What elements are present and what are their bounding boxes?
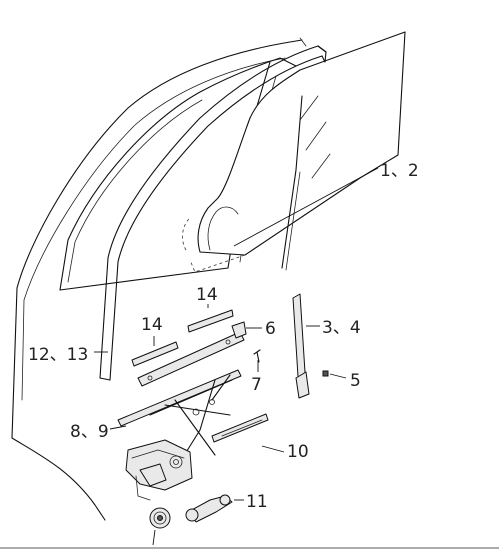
callout-10: 10 <box>287 442 309 462</box>
callout-12-13: 12、13 <box>28 345 88 365</box>
callout-11: 11 <box>246 492 268 512</box>
screw <box>253 349 261 363</box>
stopper <box>322 370 329 377</box>
door-glass <box>189 31 406 273</box>
glass-bracket <box>137 321 247 387</box>
callout-1-2: 1、2 <box>380 161 419 181</box>
callout-14-upper: 14 <box>196 285 218 305</box>
callout-3-4: 3、4 <box>322 318 361 338</box>
window-regulator <box>117 369 242 471</box>
door-panel <box>11 37 307 521</box>
belt-strip-upper <box>187 309 234 333</box>
run-channel-weatherstrip <box>99 45 327 381</box>
callout-14-lower: 14 <box>141 315 163 335</box>
regulator-handle <box>185 494 233 523</box>
belt-strip-lower <box>131 341 179 367</box>
callout-8-9: 8、9 <box>70 422 109 442</box>
regulator-motor <box>125 439 193 501</box>
callout-5: 5 <box>350 371 361 391</box>
callout-labels: 1、2 3、4 5 6 7 8、9 10 11 12、13 14 14 <box>28 161 419 512</box>
lower-guide-rail <box>211 413 269 443</box>
rear-glass-channel <box>281 95 310 399</box>
regulator-knob <box>149 507 171 529</box>
leader-lines <box>94 167 379 546</box>
callout-6: 6 <box>265 319 276 339</box>
callout-7: 7 <box>251 375 262 395</box>
